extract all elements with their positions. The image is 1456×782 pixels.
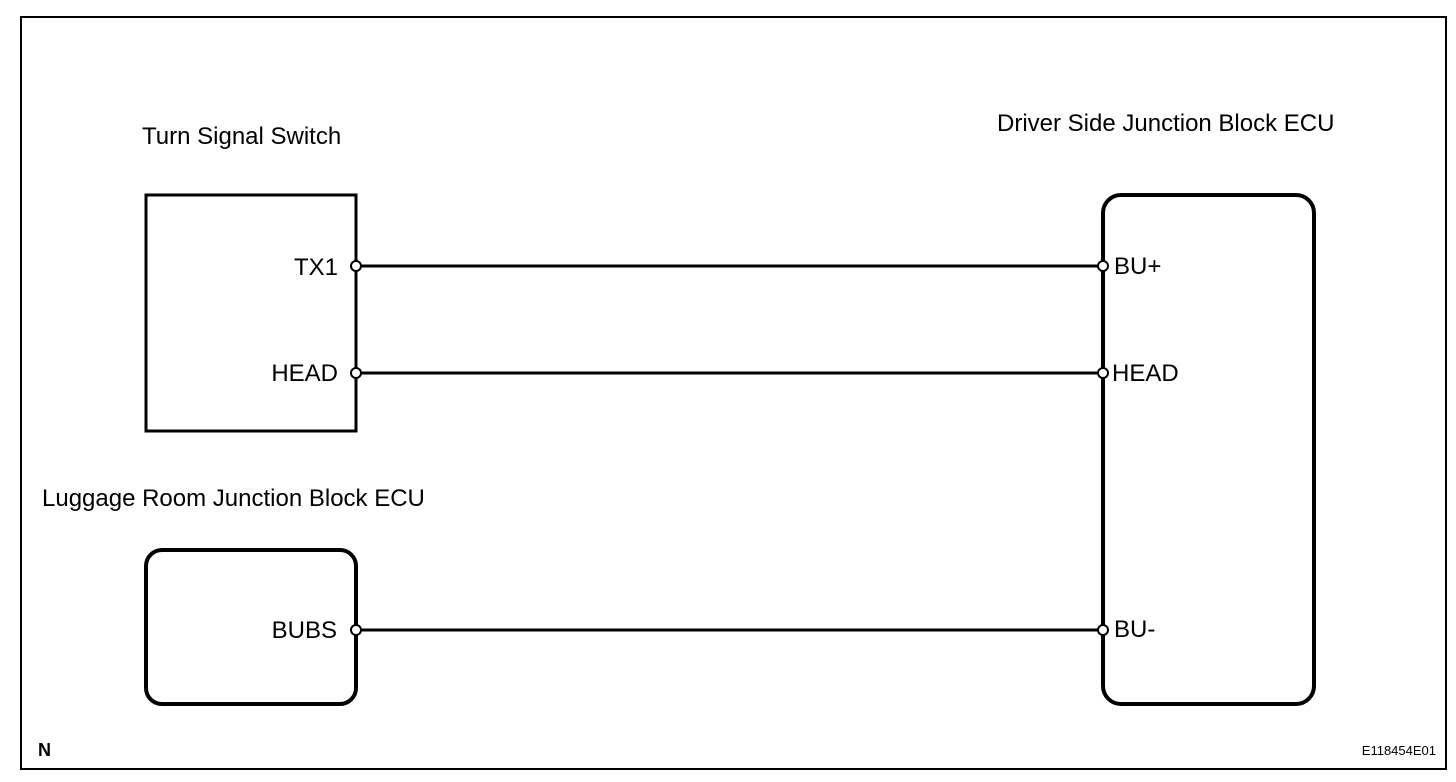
- pin-label-ecu-head: HEAD: [1112, 360, 1179, 387]
- pin-connector-ecu-head: [1097, 367, 1109, 379]
- pin-connector-bu-plus: [1097, 260, 1109, 272]
- corner-mark: N: [38, 740, 51, 760]
- pin-connector-bubs: [350, 624, 362, 636]
- luggage-room-ecu-title: Luggage Room Junction Block ECU: [42, 485, 425, 512]
- pin-connector-bu-minus: [1097, 624, 1109, 636]
- pin-connector-switch-head: [350, 367, 362, 379]
- pin-connector-tx1: [350, 260, 362, 272]
- turn-signal-switch-title: Turn Signal Switch: [142, 123, 341, 150]
- pin-label-bu-minus: BU-: [1114, 616, 1155, 643]
- pin-label-switch-head: HEAD: [271, 360, 338, 387]
- figure-code: E118454E01: [1362, 743, 1436, 758]
- driver-side-ecu-box: [1101, 193, 1316, 706]
- turn-signal-switch-box: [144, 193, 358, 433]
- driver-side-ecu-title: Driver Side Junction Block ECU: [997, 110, 1334, 137]
- pin-label-tx1: TX1: [294, 254, 338, 281]
- diagram-frame: [20, 16, 1447, 770]
- pin-label-bu-plus: BU+: [1114, 253, 1161, 280]
- pin-label-bubs: BUBS: [272, 617, 337, 644]
